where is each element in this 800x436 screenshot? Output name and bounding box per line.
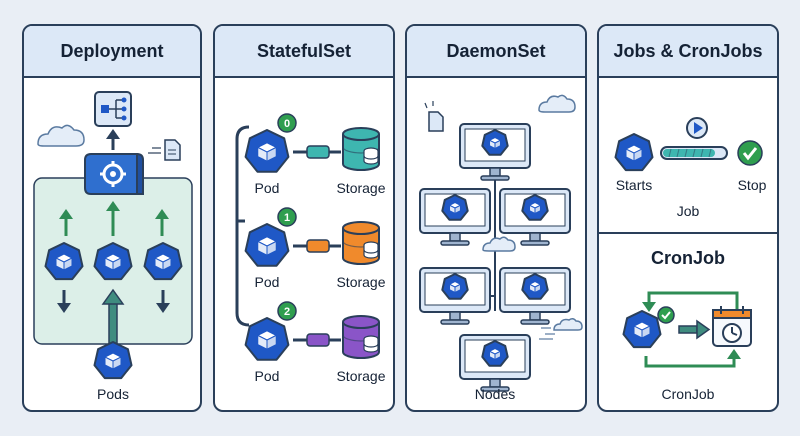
cronjob-heading: CronJob [651,248,725,268]
deployment-title: Deployment [24,26,200,78]
database-icon [363,241,379,259]
database-icon [363,147,379,165]
statefulset-title: StatefulSet [215,26,393,78]
check-icon [657,306,675,324]
pod-index-text: 2 [284,306,290,318]
arrow-up-icon [106,201,120,236]
node-monitor [419,188,491,246]
pod-icon [93,242,133,281]
pod-label: Pod [255,274,280,290]
pod-icon [521,273,549,300]
jobs-panel: Jobs & CronJobs Starts [597,24,779,412]
arrow-up-icon [59,209,73,236]
stop-label: Stop [738,177,767,193]
pod-icon [481,340,509,367]
pod-icon [521,194,549,221]
pod-icon [441,194,469,221]
cloud-icon [538,94,576,113]
document-icon [424,101,444,132]
arrow-up-icon [155,209,169,236]
cloud-icon [37,124,85,147]
arrow-up-icon [106,129,120,150]
pod-index-badge: 2 [277,301,297,321]
pod-icon [44,242,84,281]
daemonset-panel: DaemonSet [405,24,587,412]
calendar-icon [712,306,752,347]
storage-icon [342,315,380,359]
loop-arrow-icon [642,291,741,368]
job-label: Job [677,203,700,219]
pod-index-text: 1 [284,212,290,224]
progress-bar [660,146,728,160]
pod-label: Pod [255,368,280,384]
cloud-icon [482,236,516,252]
pod-index-badge: 0 [277,113,297,133]
node-monitor [499,188,571,246]
daemonset-diagram: Nodes [419,94,583,402]
connector-line [235,125,250,327]
volume-connector [293,239,341,253]
pod-icon [143,242,183,281]
storage-icon [342,221,380,265]
node-monitor [499,267,571,325]
database-icon [363,335,379,353]
arrow-down-icon [156,290,170,313]
nodes-label: Nodes [475,386,515,402]
storage-label: Storage [336,368,385,384]
pod-icon [622,310,662,349]
pod-icon [614,133,654,172]
volume-connector [293,145,341,159]
arrow-down-icon [57,290,71,313]
pod-label: Pod [255,180,280,196]
jobs-diagram: Starts Stop Job CronJob [599,117,777,402]
pod-icon [244,223,290,267]
pod-icon [244,129,290,173]
volume-connector [293,333,341,347]
pod-icon [244,317,290,361]
pod-icon [441,273,469,300]
document-icon [148,139,181,161]
storage-label: Storage [336,274,385,290]
cloud-icon [539,317,583,340]
starts-label: Starts [616,177,653,193]
pod-index-badge: 1 [277,207,297,227]
cronjob-label: CronJob [662,386,715,402]
gear-icon [84,152,144,195]
pods-label: Pods [97,386,129,402]
node-monitor [419,267,491,325]
deployment-diagram: Pods [33,91,193,402]
jobs-title: Jobs & CronJobs [599,26,777,78]
play-icon [686,117,708,139]
deployment-panel: Deployment [22,24,202,412]
check-icon [737,140,763,166]
pod-index-text: 0 [284,118,290,130]
pod-icon [481,129,509,156]
storage-label: Storage [336,180,385,196]
hierarchy-icon [94,91,132,127]
daemonset-title: DaemonSet [407,26,585,78]
pod-icon [93,341,133,380]
storage-icon [342,127,380,171]
arrow-right-icon [678,319,711,340]
node-monitor [459,123,531,181]
node-monitor [459,334,531,392]
